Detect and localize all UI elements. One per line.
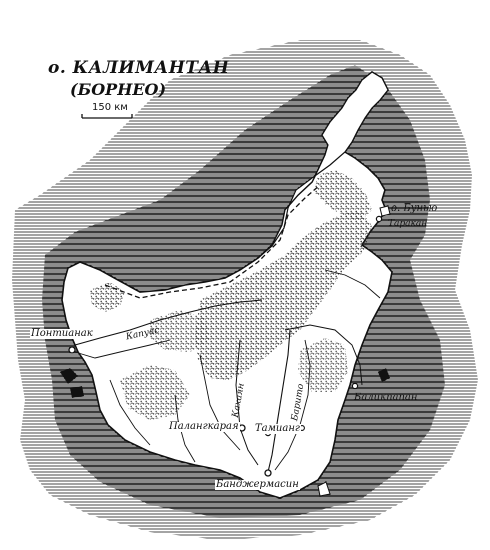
river-east xyxy=(324,269,381,299)
marker-tarakan xyxy=(375,215,383,223)
label-balikpapan: Баликпапан xyxy=(354,392,418,403)
relief-central-highlands xyxy=(195,210,372,380)
map-title: о. КАЛИМАНТАН xyxy=(48,58,230,78)
northern-peninsula xyxy=(257,71,389,259)
south-islet xyxy=(317,481,331,497)
west-islet-1 xyxy=(60,368,78,384)
west-islet-2 xyxy=(70,386,84,398)
marker-pontianak xyxy=(68,346,76,354)
river-kapuas xyxy=(74,299,263,346)
river-barito-east xyxy=(274,339,311,471)
label-pontianak: Понтианак xyxy=(30,328,94,339)
river-south-mid xyxy=(174,394,196,463)
marker-palangkaraya xyxy=(238,424,246,432)
bunyu-islet xyxy=(379,205,391,217)
label-palangkaraya: Палангкарая xyxy=(168,421,240,432)
river-kapuas-branch xyxy=(74,339,171,359)
river-kahayan xyxy=(235,339,259,466)
river-mahakam xyxy=(284,324,363,386)
label-tamiyang: Тамианг xyxy=(254,423,301,434)
river-southwest xyxy=(109,379,151,446)
scale-bar xyxy=(81,114,133,119)
label-bunyu: о. Бунью xyxy=(391,203,438,214)
relief-northeast xyxy=(314,170,372,222)
marker-balikpapan xyxy=(351,382,359,390)
label-tarakan: Таракан xyxy=(388,219,428,229)
scale-label: 150 км xyxy=(92,102,128,113)
river-kahayan-west xyxy=(199,354,241,451)
marker-banjarmasin xyxy=(264,469,272,477)
relief-southwest xyxy=(120,365,190,420)
east-islet xyxy=(378,368,390,382)
relief-east xyxy=(298,338,348,392)
border-line xyxy=(104,184,321,299)
label-banjarmasin: Банджермасин xyxy=(215,479,300,490)
river-barito xyxy=(267,329,291,473)
map-subtitle: (БОРНЕО) xyxy=(70,80,167,99)
